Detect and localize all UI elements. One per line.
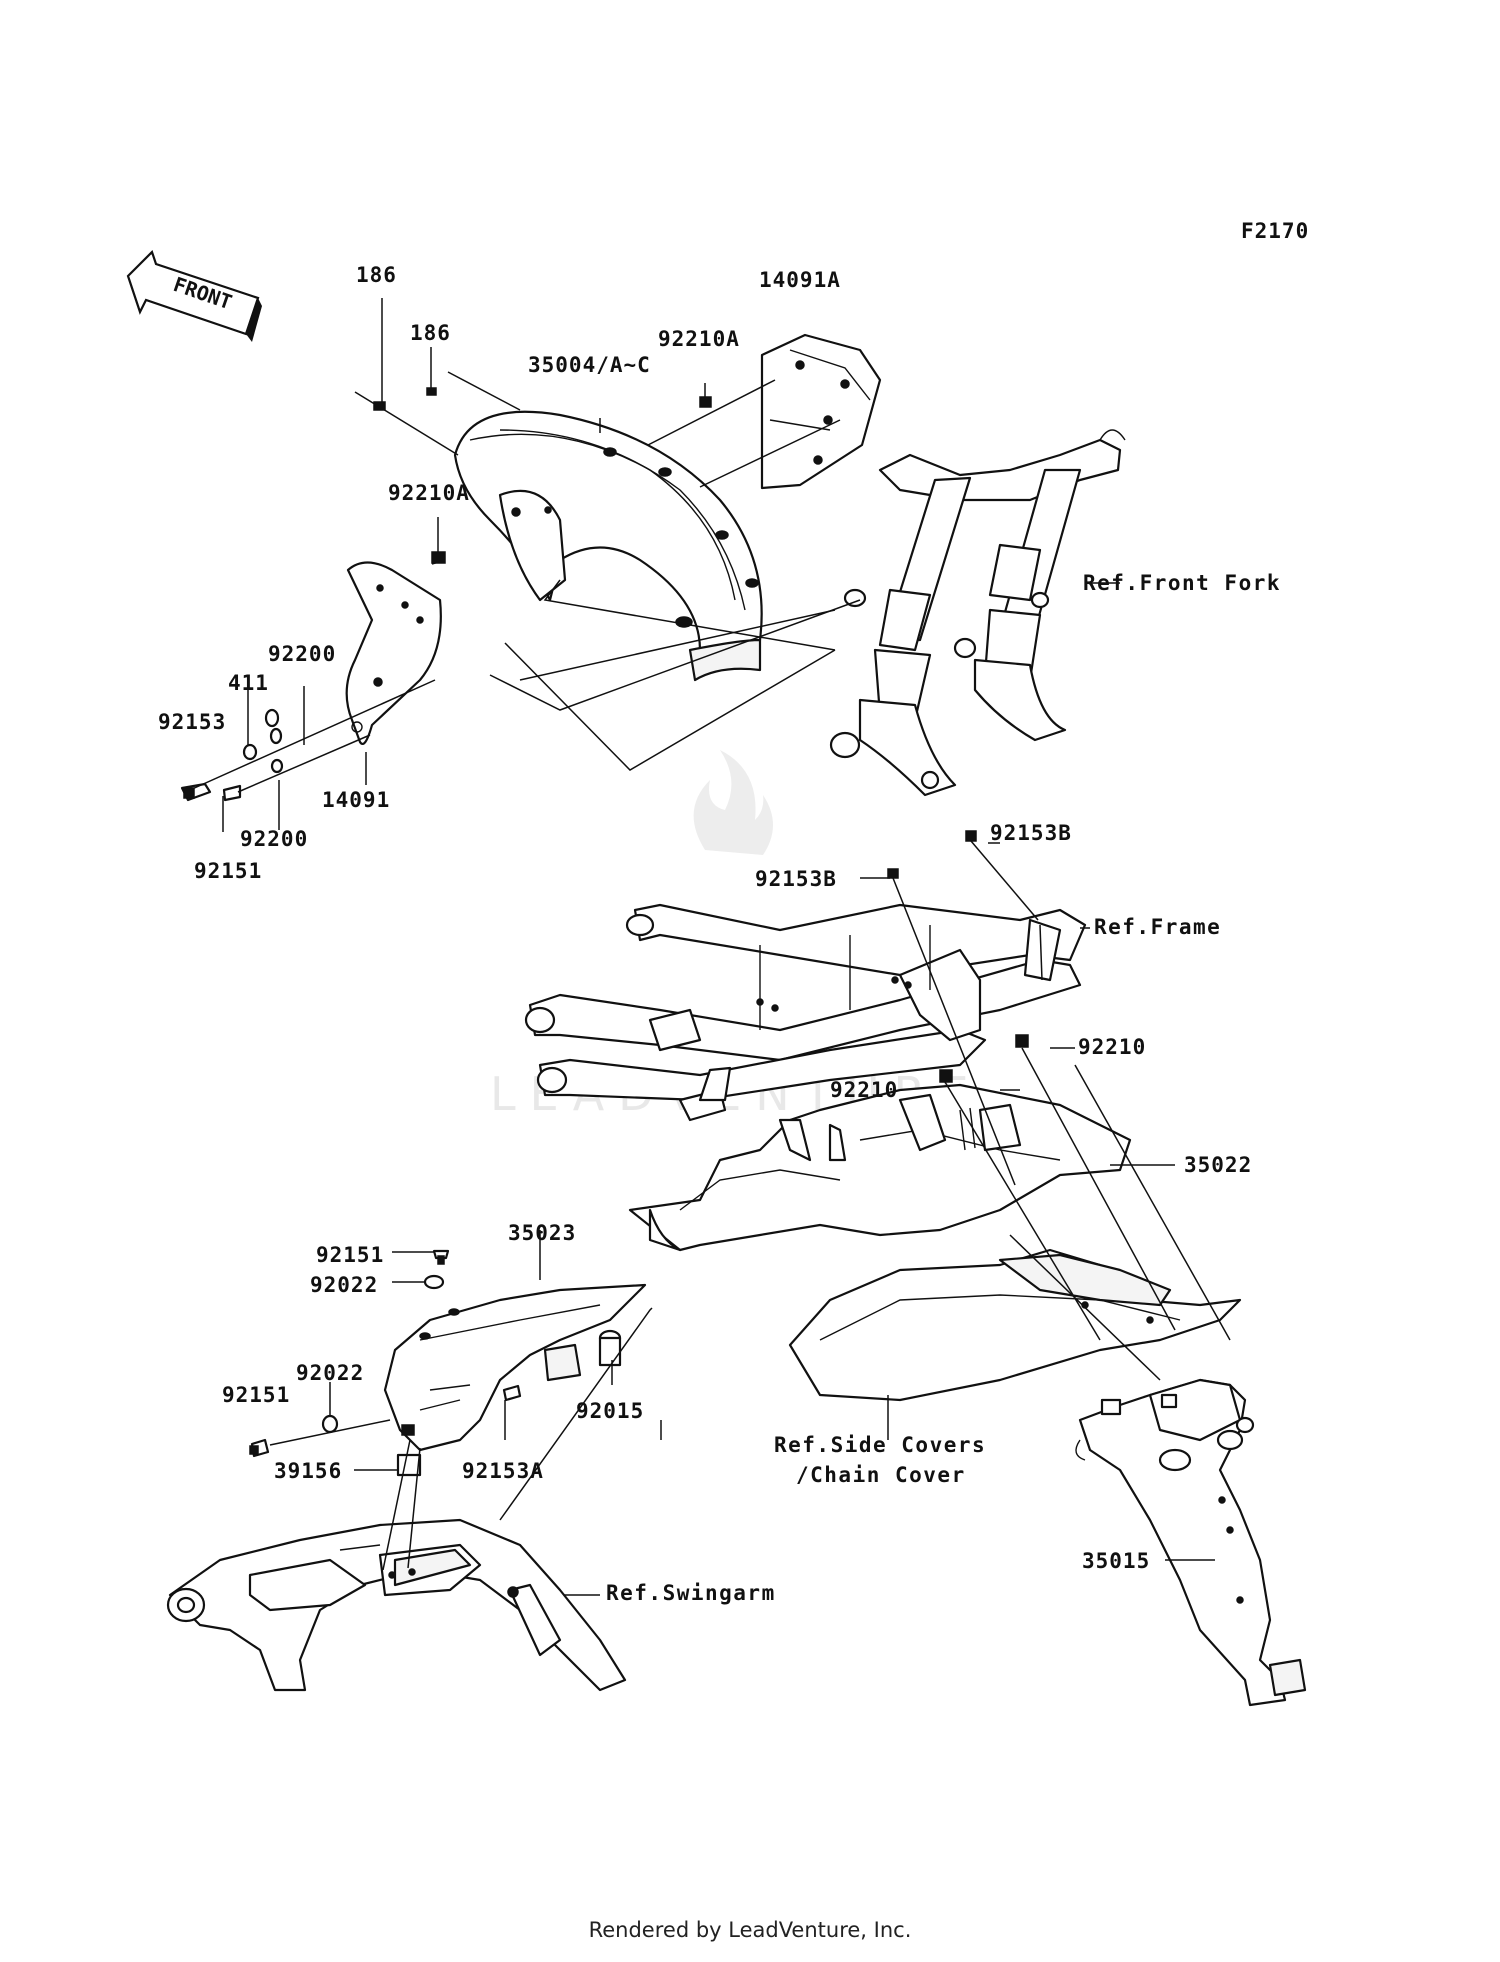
label-39156: 39156	[274, 1459, 342, 1483]
label-92015: 92015	[576, 1399, 644, 1423]
label-92200-lower: 92200	[240, 827, 308, 851]
fender-side-panel-14091	[345, 561, 442, 746]
ref-frame: Ref.Frame	[1094, 915, 1221, 939]
frame-leaders	[860, 840, 1231, 1561]
front-arrow-icon: FRONT	[126, 249, 262, 342]
label-92153B-right: 92153B	[990, 821, 1072, 845]
label-14091: 14091	[322, 788, 390, 812]
swingarm	[166, 1518, 627, 1692]
front-fender	[453, 410, 763, 682]
rear-frame	[524, 830, 1087, 1122]
ref-swingarm: Ref.Swingarm	[606, 1581, 776, 1605]
side-cover	[788, 1248, 1242, 1402]
figure-code: F2170	[1241, 219, 1309, 243]
ref-labels: Ref.Front Fork Ref.Frame Ref.Side Covers…	[606, 571, 1281, 1605]
label-14091A: 14091A	[759, 268, 841, 292]
label-92151-top: 92151	[316, 1243, 384, 1267]
label-92153: 92153	[158, 710, 226, 734]
label-92210-right: 92210	[1078, 1035, 1146, 1059]
label-35015: 35015	[1082, 1549, 1150, 1573]
ref-side-covers: Ref.Side Covers	[774, 1433, 986, 1457]
label-92153B-left: 92153B	[755, 867, 837, 891]
front-fork	[829, 429, 1126, 797]
label-92210A-top: 92210A	[658, 327, 740, 351]
rear-fender-35015	[1075, 1378, 1307, 1707]
label-92151-left: 92151	[222, 1383, 290, 1407]
label-35022: 35022	[1184, 1153, 1252, 1177]
label-92200-upper: 92200	[268, 642, 336, 666]
label-92022-top: 92022	[310, 1273, 378, 1297]
label-92153A: 92153A	[462, 1459, 544, 1483]
label-186-right: 186	[410, 321, 451, 345]
part-labels: 14091A 186 186 92210A 35004/A~C 92210A 9…	[158, 263, 1252, 1573]
label-92022-mid: 92022	[296, 1361, 364, 1385]
seat-tray-35022	[628, 1034, 1132, 1252]
label-35004: 35004/A~C	[528, 353, 651, 377]
ref-front-fork: Ref.Front Fork	[1083, 571, 1281, 595]
label-411: 411	[228, 671, 269, 695]
label-92210-mid: 92210	[830, 1078, 898, 1102]
label-92210A-mid: 92210A	[388, 481, 470, 505]
chain-leaders	[269, 1230, 662, 1596]
front-hardware	[180, 387, 712, 802]
front-leaders	[189, 298, 1120, 832]
footer-credit: Rendered by LeadVenture, Inc.	[588, 1918, 912, 1942]
fender-cover-14091A	[760, 333, 882, 490]
chain-cover-35023	[383, 1283, 647, 1452]
label-35023: 35023	[508, 1221, 576, 1245]
label-92151-front: 92151	[194, 859, 262, 883]
ref-chain-cover: /Chain Cover	[796, 1463, 966, 1487]
label-186-left: 186	[356, 263, 397, 287]
